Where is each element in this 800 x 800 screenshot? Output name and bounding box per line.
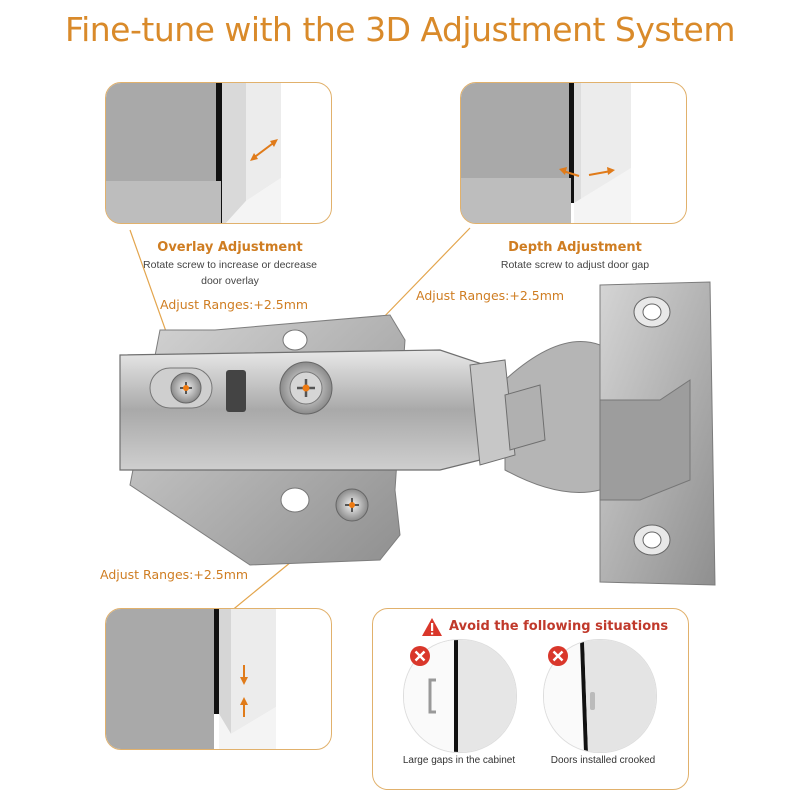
error-x-icon <box>547 645 569 667</box>
overlay-adjustment-desc-1: Rotate screw to increase or decrease <box>143 259 317 271</box>
warning-icon <box>421 617 443 637</box>
height-illustration-panel <box>105 608 332 750</box>
height-illustration <box>106 609 276 749</box>
situation-large-gaps <box>403 639 517 753</box>
caption-crooked-doors: Doors installed crooked <box>550 755 656 766</box>
depth-adjustment-title: Depth Adjustment <box>508 240 642 255</box>
error-x-icon <box>409 645 431 667</box>
overlay-illustration <box>106 83 281 223</box>
avoid-title: Avoid the following situations <box>449 619 669 634</box>
situation-crooked-doors <box>543 639 657 753</box>
overlay-illustration-panel <box>105 82 332 224</box>
overlay-adjust-range: Adjust Ranges:+2.5mm <box>160 297 309 312</box>
depth-adjustment-desc: Rotate screw to adjust door gap <box>500 259 650 271</box>
depth-adjust-range: Adjust Ranges:+2.5mm <box>416 288 565 303</box>
overlay-adjustment-desc-2: door overlay <box>201 275 259 287</box>
page-title: Fine-tune with the 3D Adjustment System <box>65 10 736 49</box>
avoid-situations-panel: Avoid the following situations Large gap… <box>372 608 689 790</box>
overlay-adjustment-title: Overlay Adjustment <box>157 240 303 255</box>
depth-illustration-panel <box>460 82 687 224</box>
caption-large-gaps: Large gaps in the cabinet <box>402 755 516 766</box>
height-adjust-range: Adjust Ranges:+2.5mm <box>100 567 249 582</box>
depth-illustration <box>461 83 631 223</box>
